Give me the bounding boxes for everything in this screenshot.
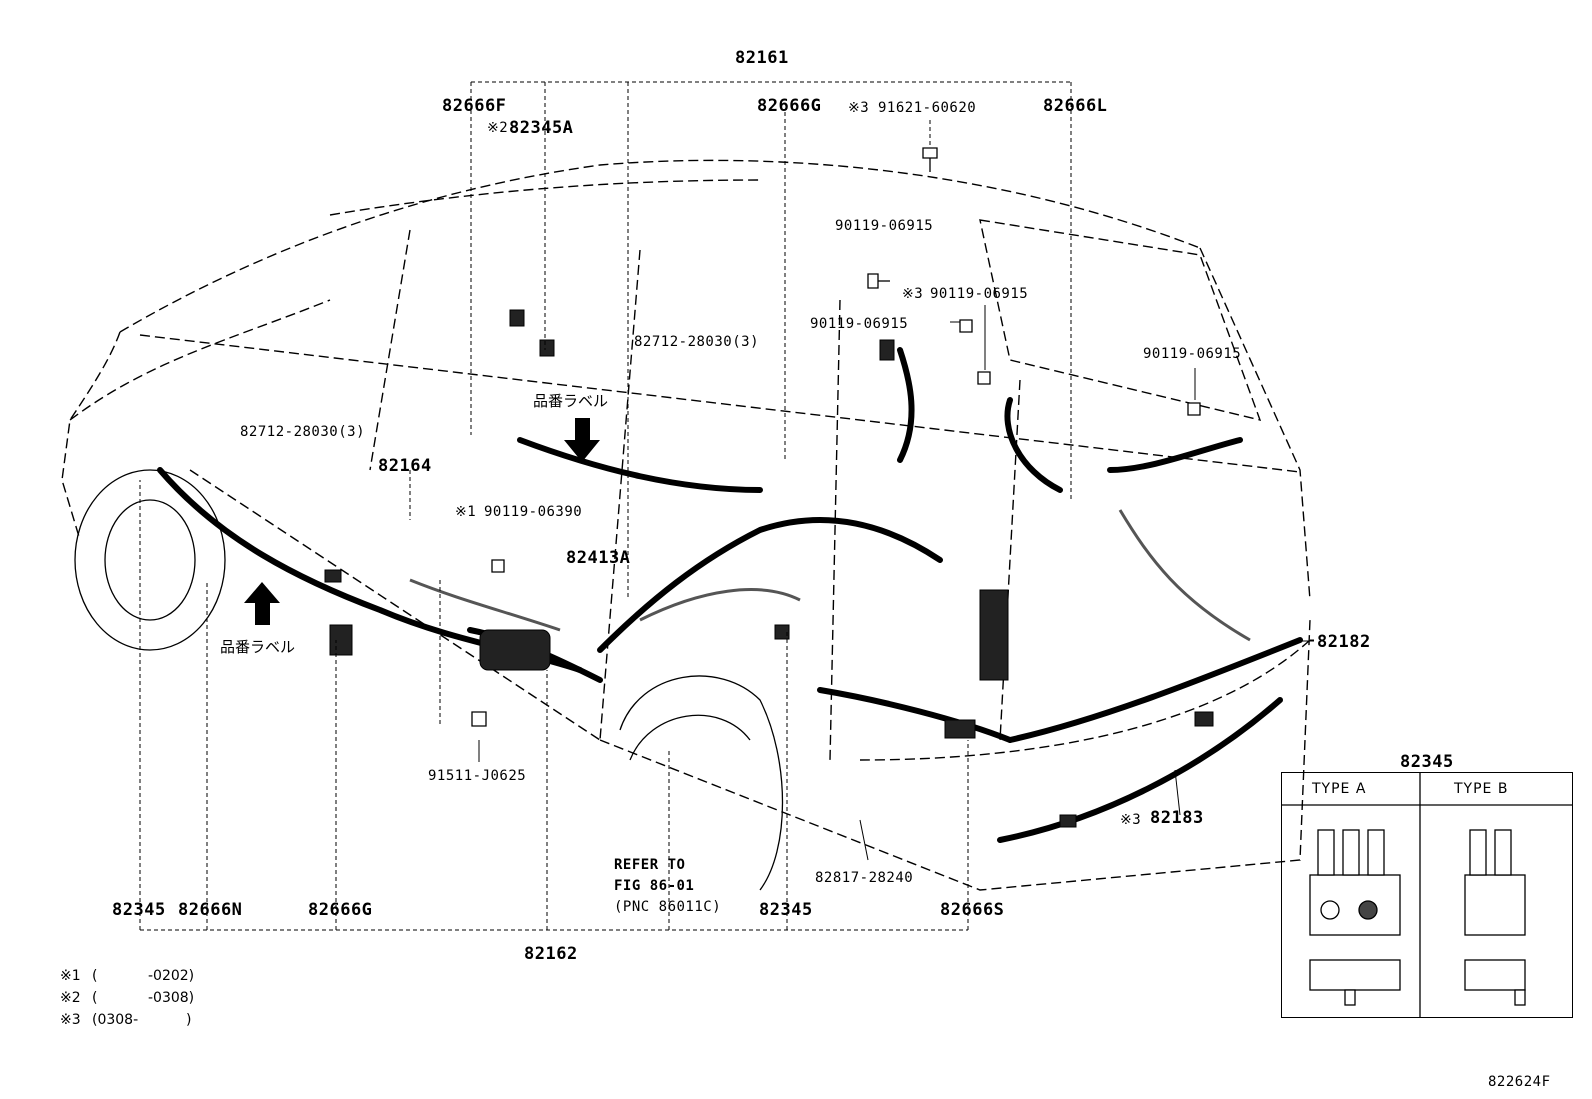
part-82182: 82182 xyxy=(1317,632,1371,652)
part-number-label-top: 品番ラベル xyxy=(533,392,609,410)
part-82183: 82183 xyxy=(1150,808,1204,828)
note-3-open: (0308- xyxy=(92,1012,139,1028)
figure-id: 822624F xyxy=(1488,1074,1551,1090)
part-82666G-bottom: 82666G xyxy=(308,900,373,920)
note-2-range: -0308) xyxy=(148,990,195,1006)
leader-lines xyxy=(139,81,1315,931)
part-82162: 82162 xyxy=(524,944,578,964)
leader-lines-solid xyxy=(478,305,1314,861)
note-1-open: ( xyxy=(92,968,98,984)
type-table-drawings xyxy=(1281,772,1573,1018)
part-90119-06915-d: 90119-06915 xyxy=(1143,346,1242,362)
wire-harness-light xyxy=(409,509,1251,642)
mark-90119-06915-b: ※3 xyxy=(902,286,924,302)
note-1-mark: ※1 xyxy=(60,968,81,984)
part-82345-left: 82345 xyxy=(112,900,166,920)
label-arrows xyxy=(244,418,600,625)
mark-82345A: ※2 xyxy=(487,120,509,136)
mark-82183: ※3 xyxy=(1120,812,1142,828)
mark-90119-06390: ※1 xyxy=(455,504,477,520)
part-82345A: 82345A xyxy=(509,118,574,138)
type-table: TYPE A TYPE B xyxy=(1281,772,1573,1018)
type-table-title: 82345 xyxy=(1400,752,1454,772)
part-82712-28030-b: 82712-28030(3) xyxy=(240,424,366,440)
note-1-range: -0202) xyxy=(148,968,195,984)
part-82666L: 82666L xyxy=(1043,96,1108,116)
type-b-header: TYPE B xyxy=(1454,781,1509,797)
part-90119-06915-a: 90119-06915 xyxy=(835,218,934,234)
refer-line-2: FIG 86-01 xyxy=(614,878,695,894)
refer-line-3: (PNC 86011C) xyxy=(614,899,722,915)
part-90119-06390: 90119-06390 xyxy=(484,504,583,520)
part-82413A: 82413A xyxy=(566,548,631,568)
part-82161: 82161 xyxy=(735,48,789,68)
wheels xyxy=(74,469,784,891)
part-82164: 82164 xyxy=(378,456,432,476)
part-82817-28240: 82817-28240 xyxy=(815,870,914,886)
part-82666S: 82666S xyxy=(940,900,1005,920)
part-90119-06915-c: 90119-06915 xyxy=(810,316,909,332)
bolts xyxy=(471,147,1201,727)
part-82712-28030-a: 82712-28030(3) xyxy=(634,334,760,350)
note-2-open: ( xyxy=(92,990,98,1006)
part-82666N: 82666N xyxy=(178,900,243,920)
part-82345-mid: 82345 xyxy=(759,900,813,920)
connectors xyxy=(324,309,1214,828)
part-90119-06915-b: 90119-06915 xyxy=(930,286,1029,302)
part-number-label-bottom: 品番ラベル xyxy=(220,638,296,656)
vehicle-outline xyxy=(61,159,1311,891)
part-82666F: 82666F xyxy=(442,96,507,116)
wire-harness xyxy=(157,347,1303,843)
mark-91621: ※3 xyxy=(848,100,870,116)
note-2-mark: ※2 xyxy=(60,990,81,1006)
note-3-mark: ※3 xyxy=(60,1012,81,1028)
part-91621-60620: 91621-60620 xyxy=(878,100,977,116)
refer-line-1: REFER TO xyxy=(614,857,686,873)
part-82666G-top: 82666G xyxy=(757,96,822,116)
type-a-header: TYPE A xyxy=(1312,781,1367,797)
note-3-range: ) xyxy=(186,1012,192,1028)
part-91511-J0625: 91511-J0625 xyxy=(428,768,527,784)
